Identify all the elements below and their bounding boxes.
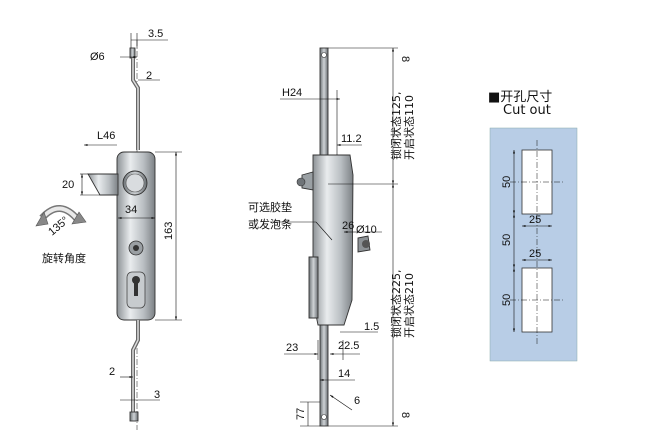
cutout-dim-height-top: 50 <box>501 176 513 188</box>
dim-bottom-3: 3 <box>154 389 160 401</box>
dim-width-34: 34 <box>125 204 137 216</box>
top-rod <box>129 47 140 150</box>
upper-state-line1: 锁闭状态125, <box>389 92 403 161</box>
cutout-dim-width-top: 25 <box>529 214 541 226</box>
handle-body <box>116 151 156 321</box>
dim-l46: L46 <box>97 130 115 142</box>
dim-11-2: 11.2 <box>341 133 362 145</box>
side-view: H24 11.2 26 Ø10 1.5 23 22.5 14 6 77 8 8 … <box>248 47 416 427</box>
rotation-arrow-icon <box>35 205 87 227</box>
latch-tongue <box>87 173 119 196</box>
dim-h24: H24 <box>282 87 302 99</box>
dim-14: 14 <box>338 368 350 380</box>
dim-26: 26 <box>342 220 354 232</box>
dim-handle-height: 20 <box>62 179 74 191</box>
rotation-label: 旋转角度 <box>42 251 86 265</box>
dim-8-top: 8 <box>399 56 411 62</box>
dim-22-5: 22.5 <box>338 340 359 352</box>
dim-offset-top: 2 <box>146 70 152 82</box>
gasket-note-line2: 或发泡条 <box>248 217 292 231</box>
cutout-dim-gap: 50 <box>501 234 513 246</box>
dim-offset-bottom: 2 <box>109 366 115 378</box>
dim-8-bottom: 8 <box>399 412 411 418</box>
cutout-panel: 50 25 50 25 50 <box>489 127 578 362</box>
dim-6: 6 <box>354 395 360 407</box>
dim-length-163: 163 <box>163 222 175 240</box>
cutout-dim-height-bottom: 50 <box>501 294 513 306</box>
side-handle <box>312 154 354 326</box>
upper-state-line2: 开启状态110 <box>402 95 416 160</box>
dim-77: 77 <box>295 408 307 420</box>
rotation-angle: 135° <box>46 214 71 238</box>
lower-state-line1: 锁闭状态225, <box>389 270 403 339</box>
bottom-rod <box>129 320 140 422</box>
cutout-dim-width-bottom: 25 <box>529 248 541 260</box>
dim-thickness: 3.5 <box>148 28 163 40</box>
dim-1-5: 1.5 <box>364 321 379 333</box>
dim-23: 23 <box>286 342 298 354</box>
lower-state-line2: 开启状态210 <box>402 273 416 338</box>
gasket-note-line1: 可选胶垫 <box>248 200 292 214</box>
front-view: 3.5 Ø6 2 L46 20 34 163 2 3 135° 旋转角度 <box>35 28 182 430</box>
dim-hole-10: Ø10 <box>356 224 377 236</box>
cutout-title-en: Cut out <box>503 103 551 118</box>
dim-pin-diameter: Ø6 <box>90 51 105 63</box>
cutout-title-cn: ■开孔尺寸 <box>488 90 553 105</box>
